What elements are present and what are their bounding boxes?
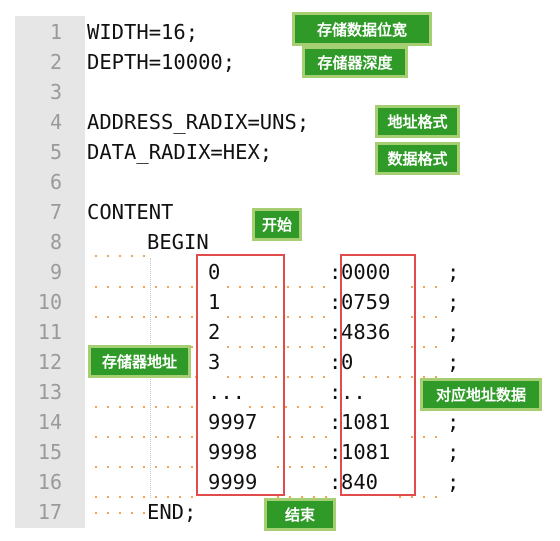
data-value: 0000 — [341, 260, 391, 284]
whitespace-dots — [244, 406, 328, 408]
address-value: 2 — [208, 320, 221, 344]
whitespace-dots — [222, 376, 328, 378]
code-line-width: WIDTH=16; — [87, 20, 199, 44]
whitespace-dots — [90, 512, 146, 514]
line-number: 11 — [37, 320, 62, 344]
semicolon: ; — [447, 320, 460, 344]
address-format-annotation: 地址格式 — [375, 105, 460, 138]
line-number: 7 — [49, 200, 62, 224]
line-number: 2 — [49, 50, 62, 74]
whitespace-dots — [222, 346, 328, 348]
colon: : — [329, 410, 342, 434]
whitespace-dots — [272, 496, 328, 498]
whitespace-dots — [406, 346, 446, 348]
colon: : — [329, 470, 342, 494]
whitespace-dots — [394, 496, 446, 498]
data-value: 0759 — [341, 290, 391, 314]
whitespace-dots — [90, 496, 200, 498]
data-annotation: 对应地址数据 — [420, 378, 542, 411]
whitespace-dots — [406, 436, 446, 438]
address-value: 1 — [208, 290, 221, 314]
whitespace-dots — [272, 466, 328, 468]
whitespace-dots — [222, 316, 328, 318]
data-column-highlight — [340, 254, 416, 496]
indent-guide — [150, 258, 151, 498]
line-number: 10 — [37, 290, 62, 314]
whitespace-dots — [90, 406, 200, 408]
line-number: 16 — [37, 470, 62, 494]
line-number-gutter — [15, 16, 85, 528]
semicolon: ; — [447, 290, 460, 314]
whitespace-dots — [406, 286, 446, 288]
colon: : — [329, 440, 342, 464]
data-value: 1081 — [341, 440, 391, 464]
whitespace-dots — [90, 286, 200, 288]
line-number: 1 — [49, 20, 62, 44]
address-value: 9999 — [208, 470, 258, 494]
data-value: 1081 — [341, 410, 391, 434]
whitespace-dots — [90, 255, 146, 257]
depth-annotation: 存储器深度 — [302, 46, 408, 78]
semicolon: ; — [447, 470, 460, 494]
colon: : — [329, 380, 342, 404]
address-value: 3 — [208, 350, 221, 374]
whitespace-dots — [358, 376, 446, 378]
whitespace-dots — [272, 436, 328, 438]
line-number: 13 — [37, 380, 62, 404]
line-number: 8 — [49, 230, 62, 254]
colon: : — [329, 350, 342, 374]
semicolon: ; — [447, 260, 460, 284]
begin-annotation: 开始 — [252, 208, 302, 241]
code-line-content: CONTENT — [87, 200, 174, 224]
colon: : — [329, 290, 342, 314]
code-line-depth: DEPTH=10000; — [87, 50, 236, 74]
colon: : — [329, 320, 342, 344]
colon: : — [329, 260, 342, 284]
address-annotation: 存储器地址 — [88, 345, 191, 378]
whitespace-dots — [90, 466, 200, 468]
line-number: 4 — [49, 110, 62, 134]
data-value: 0 — [341, 350, 354, 374]
code-line-end: END; — [147, 500, 197, 524]
whitespace-dots — [90, 316, 200, 318]
address-column-highlight — [196, 254, 285, 496]
data-value: 840 — [341, 470, 379, 494]
semicolon: ; — [447, 440, 460, 464]
line-number: 3 — [49, 80, 62, 104]
semicolon: ; — [447, 350, 460, 374]
semicolon: ; — [447, 410, 460, 434]
data-value: 4836 — [341, 320, 391, 344]
line-number: 6 — [49, 170, 62, 194]
end-annotation: 结束 — [264, 498, 336, 531]
line-number: 14 — [37, 410, 62, 434]
address-value: 9998 — [208, 440, 258, 464]
code-line-begin: BEGIN — [147, 230, 209, 254]
whitespace-dots — [406, 316, 446, 318]
address-value: 9997 — [208, 410, 258, 434]
address-value: ... — [208, 380, 246, 404]
whitespace-dots — [190, 376, 200, 378]
line-number: 12 — [37, 350, 62, 374]
width-annotation: 存储数据位宽 — [292, 12, 432, 46]
address-value: 0 — [208, 260, 221, 284]
data-format-annotation: 数据格式 — [375, 142, 460, 175]
code-line-data-radix: DATA_RADIX=HEX; — [87, 140, 273, 164]
whitespace-dots — [222, 286, 328, 288]
data-value: .. — [341, 380, 366, 404]
whitespace-dots — [90, 436, 200, 438]
line-number: 15 — [37, 440, 62, 464]
code-line-address-radix: ADDRESS_RADIX=UNS; — [87, 110, 310, 134]
line-number: 17 — [37, 500, 62, 524]
line-number: 9 — [49, 260, 62, 284]
line-number: 5 — [49, 140, 62, 164]
